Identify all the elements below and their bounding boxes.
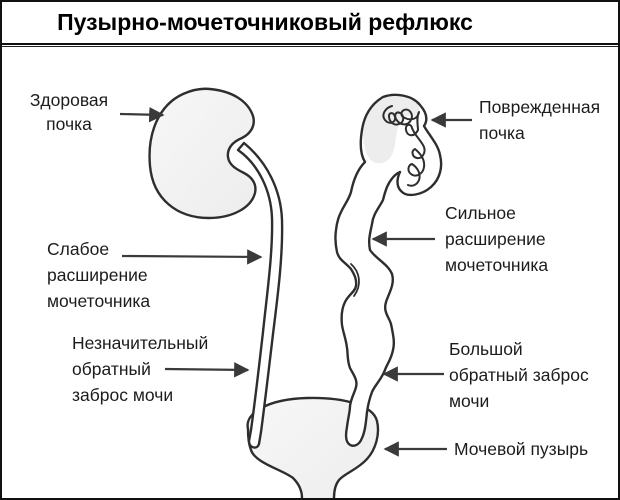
- label-minor-urine-reflux: Незначительный обратный заброс мочи: [72, 333, 209, 405]
- damaged-kidney-ureter-outline: [334, 93, 443, 447]
- label-damaged-kidney: Поврежденная почка: [479, 97, 601, 143]
- damaged-kidney-lobe-fill: [363, 96, 420, 164]
- page-title: Пузырно-мочеточниковый рефлюкс: [57, 9, 473, 35]
- bladder-shape: [246, 396, 380, 498]
- damaged-kidney-calyces-squiggle: [382, 105, 426, 187]
- label-healthy-kidney: Здоровая почка: [29, 90, 109, 134]
- anatomy-illustration: [119, 87, 472, 498]
- diagram-body: Здоровая почка Слабое расширение мочеточ…: [2, 46, 618, 498]
- label-major-urine-reflux: Большой обратный заброс мочи: [449, 339, 589, 411]
- title-bar: Пузырно-мочеточниковый рефлюкс: [2, 2, 618, 45]
- arrow-healthy-kidney: [119, 106, 165, 123]
- arrow-mild-dilation: [121, 249, 263, 265]
- left-ureter-shape: [236, 141, 284, 449]
- damaged-kidney-ureter-shape: [335, 94, 442, 446]
- ureter-fold-crease: [350, 263, 360, 297]
- label-severe-ureter-dilation: Сильное расширение мочеточника: [445, 203, 549, 275]
- label-bladder: Мочевой пузырь: [454, 439, 589, 459]
- label-mild-ureter-dilation: Слабое расширение мочеточника: [47, 239, 151, 311]
- arrow-minor-reflux: [164, 362, 250, 378]
